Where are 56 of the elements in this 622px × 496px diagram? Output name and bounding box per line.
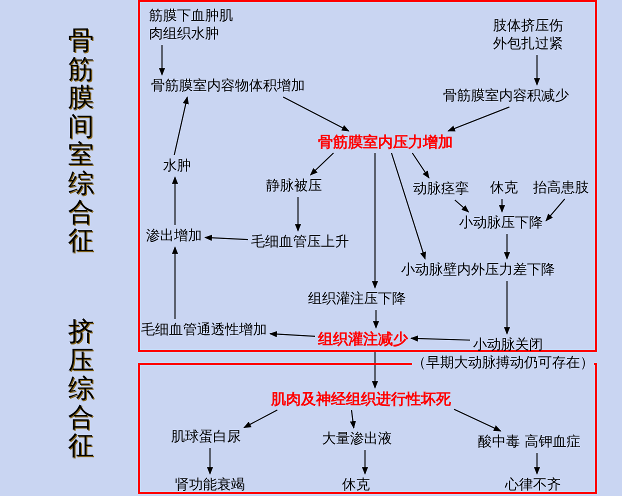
flow-label: 小动脉压下降 xyxy=(458,214,544,232)
arrow xyxy=(504,234,510,260)
arrow xyxy=(498,199,506,213)
arrow xyxy=(454,408,502,432)
flow-label: 小动脉壁内外压力差下降 xyxy=(400,261,556,279)
arrow xyxy=(412,152,430,179)
arrow xyxy=(294,197,302,232)
flow-label: 小动脉关闭 xyxy=(472,336,544,354)
arrow xyxy=(534,453,540,475)
arrow xyxy=(206,448,214,475)
arrow xyxy=(243,410,278,428)
flow-label: 肾功能衰竭 xyxy=(174,476,246,494)
arrow xyxy=(372,310,380,329)
flow-label: 骨筋膜室内容积减少 xyxy=(442,87,570,105)
flow-label: 大量渗出液 xyxy=(321,430,393,448)
flow-label: 水肿 xyxy=(162,157,192,175)
arrow xyxy=(504,281,510,335)
highlighted-label: 组织灌注减少 xyxy=(317,330,409,348)
highlighted-label: 肌肉及神经组织进行性坏死 xyxy=(270,390,452,408)
flow-label: 抬高患肢 xyxy=(532,179,590,197)
note-text: （早期大动脉搏动仍可存在） xyxy=(412,354,594,372)
arrow xyxy=(310,152,334,176)
flow-label: 休克 xyxy=(341,476,371,494)
flow-label: 筋膜下血肿肌肉组织水肿 xyxy=(148,7,238,43)
flow-label: 肌球蛋白尿 xyxy=(170,428,242,446)
vertical-title: 骨筋膜间室综合征 xyxy=(68,27,94,256)
arrow xyxy=(410,335,470,342)
arrow xyxy=(269,331,316,338)
arrow xyxy=(454,200,470,212)
flow-label: 组织灌注压下降 xyxy=(307,290,407,308)
flow-label: 动脉痉挛 xyxy=(412,180,470,198)
arrow xyxy=(372,153,378,289)
arrow xyxy=(158,45,166,76)
flow-label: 休克 xyxy=(489,179,519,197)
highlighted-label: 骨筋膜室内压力增加 xyxy=(317,133,454,151)
flow-label: 心律不齐 xyxy=(504,476,562,494)
flow-label: 静脉被压 xyxy=(265,177,323,195)
flow-label: 毛细血管通透性增加 xyxy=(140,321,268,339)
arrow xyxy=(390,152,426,260)
arrow xyxy=(172,246,178,319)
arrow xyxy=(372,350,378,389)
flow-label: 渗出增加 xyxy=(145,227,203,245)
flow-label: 毛细血管压上升 xyxy=(250,233,350,251)
arrow xyxy=(172,176,178,225)
arrow xyxy=(447,106,510,132)
flow-label: 酸中毒 高钾血症 xyxy=(477,433,582,451)
flow-label: 骨筋膜室内容物体积增加 xyxy=(150,77,306,95)
arrow xyxy=(204,234,248,241)
vertical-title: 挤压综合征 xyxy=(68,318,94,461)
arrow xyxy=(282,96,350,132)
flow-label: 肢体挤压伤外包扎过紧 xyxy=(492,17,568,53)
arrow xyxy=(174,96,189,156)
arrow xyxy=(362,450,368,475)
arrow xyxy=(534,55,540,86)
arrow xyxy=(546,198,566,222)
arrow xyxy=(350,410,356,429)
